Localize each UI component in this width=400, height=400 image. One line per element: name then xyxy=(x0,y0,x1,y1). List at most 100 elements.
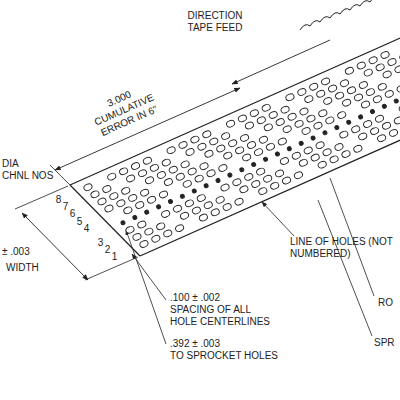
data-hole xyxy=(298,158,308,167)
data-hole xyxy=(323,96,333,105)
data-hole xyxy=(322,148,332,157)
data-hole xyxy=(377,134,387,143)
data-hole xyxy=(282,125,292,134)
sprocket-hole xyxy=(144,209,149,214)
data-hole xyxy=(140,188,150,197)
data-hole xyxy=(317,160,327,169)
channel-number: 5 xyxy=(77,216,83,228)
sprocket-hole xyxy=(251,162,256,167)
sprocket-hole xyxy=(287,146,292,151)
data-hole xyxy=(303,146,313,155)
hole-rows xyxy=(83,50,400,248)
channel-number: 1 xyxy=(112,251,118,263)
data-hole xyxy=(370,127,380,136)
channel-number: 8 xyxy=(56,194,62,206)
data-hole xyxy=(263,123,273,132)
data-hole xyxy=(172,204,182,213)
data-hole xyxy=(119,167,129,176)
data-hole xyxy=(299,107,309,116)
data-hole xyxy=(353,93,363,102)
data-hole xyxy=(191,206,201,215)
data-hole xyxy=(144,176,154,185)
data-hole xyxy=(163,178,173,187)
data-hole xyxy=(104,204,114,213)
data-hole xyxy=(325,116,335,125)
data-hole xyxy=(281,176,291,185)
data-hole xyxy=(335,91,345,100)
sprocket-hole xyxy=(370,109,375,114)
data-hole xyxy=(339,79,349,88)
data-hole xyxy=(123,206,133,215)
data-hole xyxy=(168,165,178,174)
data-hole xyxy=(235,146,245,155)
data-hole xyxy=(137,169,147,178)
data-hole xyxy=(142,156,152,165)
note-text: SPR xyxy=(374,337,395,349)
leader-line xyxy=(318,200,372,336)
sprocket-hole xyxy=(156,204,161,209)
data-hole xyxy=(384,89,394,98)
data-hole xyxy=(184,199,194,208)
data-hole xyxy=(268,110,278,119)
sprocket-hole xyxy=(299,141,304,146)
direction-note: DIRECTION TAPE FEED xyxy=(175,10,255,34)
sprocket-hole xyxy=(180,194,185,199)
data-hole xyxy=(216,144,226,153)
data-hole xyxy=(166,146,176,155)
data-hole xyxy=(256,167,266,176)
torn-edge xyxy=(300,0,400,30)
data-hole xyxy=(358,132,368,141)
sprocket-hole xyxy=(132,215,137,220)
sprocket-hole xyxy=(346,120,351,125)
data-hole xyxy=(261,103,271,112)
data-hole xyxy=(97,197,107,206)
sprocket-hole xyxy=(168,199,173,204)
data-hole xyxy=(194,174,204,183)
data-hole xyxy=(249,109,259,118)
data-hole xyxy=(368,56,378,65)
data-hole xyxy=(309,82,319,91)
data-hole xyxy=(199,162,209,171)
data-hole xyxy=(244,172,254,181)
sprocket-hole xyxy=(322,130,327,135)
data-hole xyxy=(232,178,242,187)
data-hole xyxy=(258,187,268,196)
data-hole xyxy=(149,163,159,172)
data-hole xyxy=(83,183,93,192)
data-hole xyxy=(210,208,220,217)
data-hole xyxy=(318,109,328,118)
data-hole xyxy=(161,158,171,167)
extension-line xyxy=(15,186,68,209)
data-hole xyxy=(190,135,200,144)
data-hole xyxy=(132,232,142,241)
data-hole xyxy=(310,153,320,162)
data-hole xyxy=(253,148,263,157)
data-hole xyxy=(363,119,373,128)
data-hole xyxy=(279,156,289,165)
data-hole xyxy=(285,93,295,102)
data-hole xyxy=(178,140,188,149)
channel-number: 6 xyxy=(70,208,76,220)
data-hole xyxy=(380,50,390,59)
data-hole xyxy=(128,193,138,202)
data-hole xyxy=(398,104,400,113)
dimension-text: WIDTH xyxy=(6,262,39,274)
data-hole xyxy=(223,151,233,160)
data-hole xyxy=(222,202,232,211)
data-hole xyxy=(126,174,136,183)
data-hole xyxy=(187,167,197,176)
data-hole xyxy=(270,181,280,190)
data-hole xyxy=(239,185,249,194)
data-hole xyxy=(218,163,228,172)
data-hole xyxy=(239,133,249,142)
sprocket-hole xyxy=(358,114,363,119)
data-hole xyxy=(237,114,247,123)
data-hole xyxy=(196,194,206,203)
data-hole xyxy=(109,192,119,201)
data-hole xyxy=(287,112,297,121)
data-hole xyxy=(197,142,207,151)
data-hole xyxy=(304,95,314,104)
channel-number: 2 xyxy=(105,244,111,256)
data-hole xyxy=(90,190,100,199)
